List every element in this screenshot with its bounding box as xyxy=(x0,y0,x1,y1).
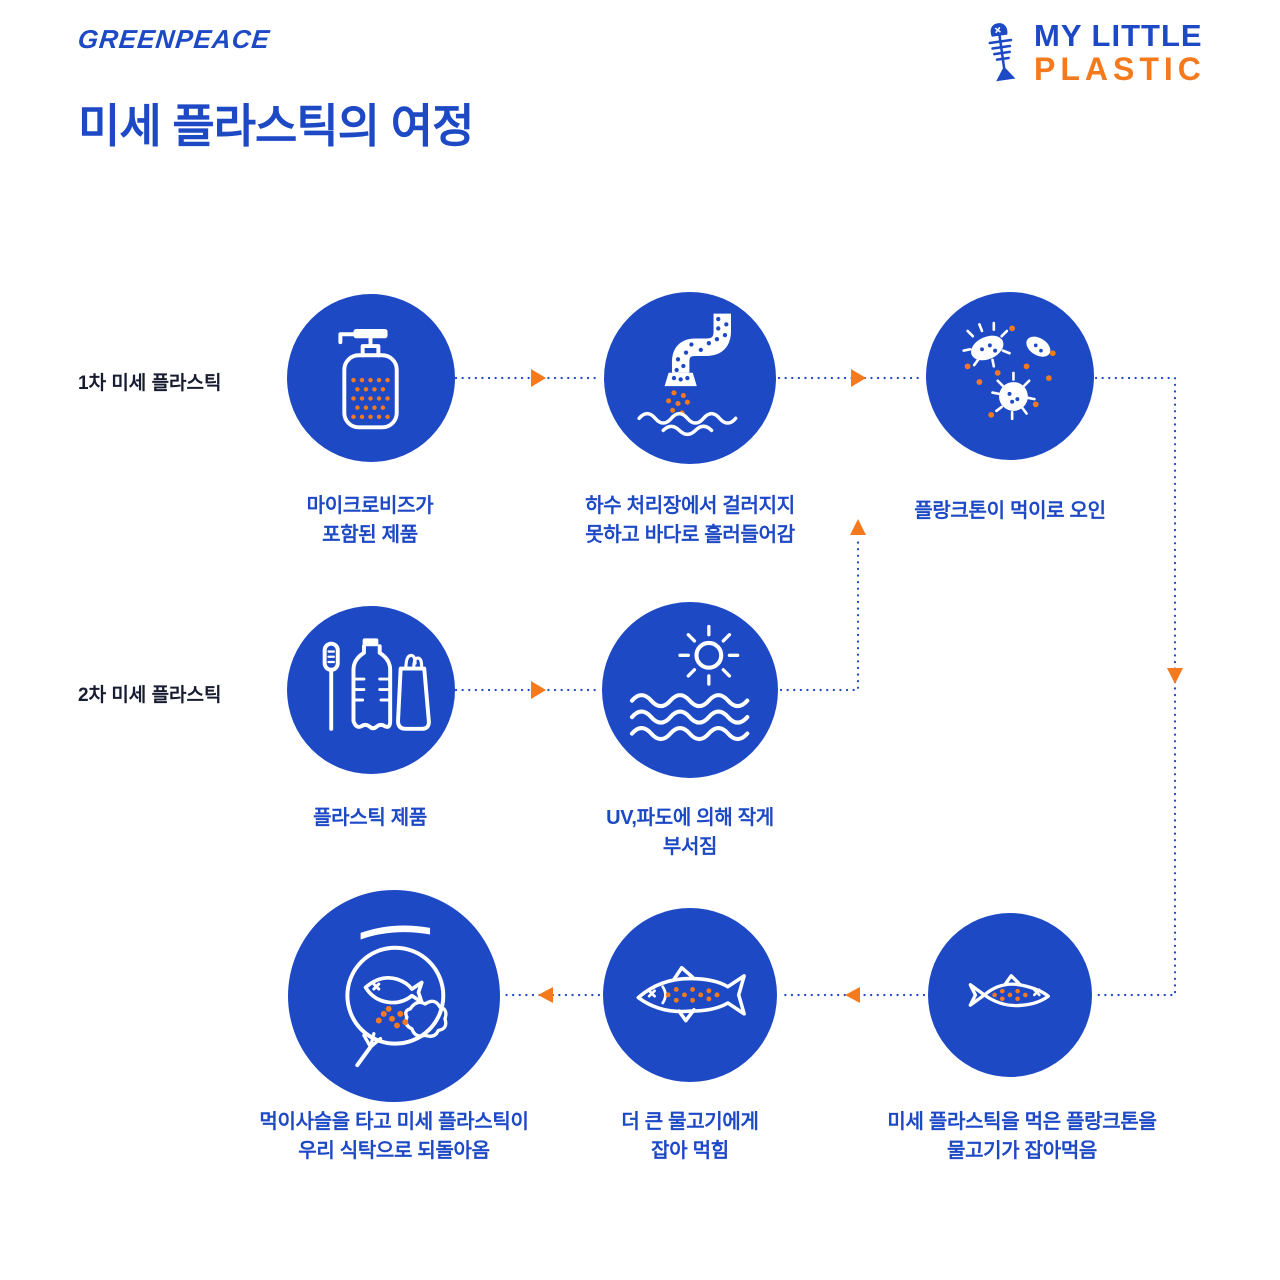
node-caption-plankton: 플랑크톤이 먹이로 오인 xyxy=(914,500,1106,522)
node-circle-fish-eats-plankton xyxy=(928,913,1092,1077)
sun-and-waves-icon xyxy=(630,625,750,742)
node-caption-bigger-fish: 더 큰 물고기에게 잡아 먹힘 xyxy=(621,1111,759,1162)
small-fish-icon xyxy=(968,974,1051,1008)
node-circle-sewage xyxy=(604,292,776,464)
node-circle-plastic-products xyxy=(287,606,455,774)
brand-line1: MY LITTLE xyxy=(1034,18,1203,53)
plankton-icon xyxy=(962,322,1057,421)
node-circle-plankton xyxy=(926,292,1094,460)
arrow-right-2 xyxy=(851,369,866,387)
brand-line2: PLASTIC xyxy=(1034,50,1206,87)
arrow-left-2 xyxy=(538,987,553,1003)
row-label-primary: 1차 미세 플라스틱 xyxy=(78,373,222,394)
node-caption-uv-waves: UV,파도에 의해 작게 부서짐 xyxy=(606,807,774,858)
connector-uv-up-to-row1 xyxy=(779,538,860,692)
plastic-products-icon xyxy=(323,638,432,732)
node-caption-sewage: 하수 처리장에서 걸러지지 못하고 바다로 흘러들어감 xyxy=(585,495,795,546)
greenpeace-logo: GREENPEACE xyxy=(76,24,272,54)
node-circle-microbeads xyxy=(287,294,455,462)
connector-plankton-to-fish xyxy=(1094,376,1177,997)
pump-bottle-icon xyxy=(338,329,400,430)
node-caption-fish-eats-plankton: 미세 플라스틱을 먹은 플랑크톤을 물고기가 잡아먹음 xyxy=(887,1111,1157,1162)
row-label-secondary: 2차 미세 플라스틱 xyxy=(78,685,222,706)
node-caption-back-to-table: 먹이사슬을 타고 미세 플라스틱이 우리 식탁으로 되돌아옴 xyxy=(259,1111,529,1162)
node-circle-bigger-fish xyxy=(603,908,777,1082)
arrow-left-1 xyxy=(845,987,860,1003)
page-title: 미세 플라스틱의 여정 xyxy=(78,100,474,152)
node-circle-uv-waves xyxy=(602,602,778,778)
node-caption-plastic-products: 플라스틱 제품 xyxy=(313,807,427,829)
arrow-right-1 xyxy=(531,369,546,387)
arrow-down xyxy=(1167,668,1183,684)
fish-skeleton-icon xyxy=(988,23,1016,82)
brand-text: MY LITTLE PLASTIC xyxy=(1034,18,1206,87)
sewage-pipe-icon xyxy=(637,313,738,437)
plate-with-fish-icon xyxy=(345,925,448,1068)
my-little-plastic-logo: MY LITTLE PLASTIC xyxy=(982,18,1206,87)
big-fish-icon xyxy=(636,966,747,1023)
node-circle-back-to-table xyxy=(288,890,500,1102)
node-caption-microbeads: 마이크로비즈가 포함된 제품 xyxy=(306,495,434,546)
arrow-right-3 xyxy=(531,681,546,699)
